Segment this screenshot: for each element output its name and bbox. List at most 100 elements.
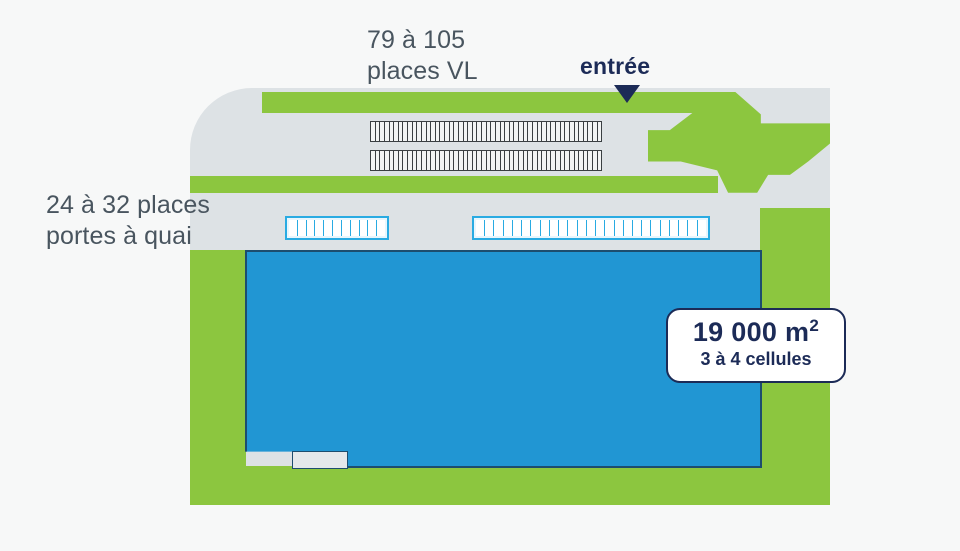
parking-slot [487,151,492,170]
parking-slot [598,122,602,141]
parking-slot [542,151,547,170]
green-strip-middle [190,176,718,193]
dock-door [306,220,316,236]
parking-slot [440,122,445,141]
parking-slot [459,122,464,141]
dock-door [315,220,325,236]
parking-slot [390,122,395,141]
parking-slot [445,151,450,170]
dock-door [324,220,334,236]
parking-slot [528,122,533,141]
dock-door [333,220,342,236]
dock-door [697,220,706,236]
parking-slot [385,122,390,141]
parking-slot [551,151,556,170]
label-entrance: entrée [580,53,651,79]
parking-slot [510,122,515,141]
parking-slot [371,151,376,170]
parking-slot [598,151,602,170]
parking-slot [519,122,524,141]
dock-door [522,220,532,236]
dock-door [359,220,369,236]
parking-slot [408,151,413,170]
parking-slot [561,122,566,141]
parking-slot [376,122,381,141]
dock-door [368,220,378,236]
parking-slot [588,151,593,170]
parking-slot [473,151,478,170]
parking-slot [380,151,385,170]
parking-slot [551,122,556,141]
parking-slot [514,122,519,141]
dock-door [596,220,606,236]
parking-slot [440,151,445,170]
parking-slot [575,151,580,170]
parking-slot [482,122,487,141]
parking-slot [501,151,506,170]
parking-slot [593,151,598,170]
parking-slot [584,122,589,141]
parking-slot [496,122,501,141]
parking-slot [477,151,482,170]
parking-slot [565,151,570,170]
parking-slot [436,122,441,141]
parking-slot [371,122,376,141]
dock-door [350,220,360,236]
parking-slot [468,122,473,141]
dock-door [485,220,495,236]
parking-slot [408,122,413,141]
badge-area-exponent: 2 [809,316,820,335]
parking-slot [542,122,547,141]
parking-slot [556,151,561,170]
parking-slot [427,151,432,170]
dock-door-row [285,216,389,240]
parking-row [370,150,602,171]
parking-slot [464,151,469,170]
parking-slot [533,122,538,141]
parking-slot [505,122,510,141]
dock-door [297,220,307,236]
dock-door-row [472,216,710,240]
parking-slot [505,151,510,170]
dock-door [559,220,569,236]
dock-door [540,220,550,236]
dock-door [377,220,385,236]
parking-slot [510,151,515,170]
dock-door [669,220,680,236]
parking-slot [413,151,418,170]
parking-slot [427,122,432,141]
parking-slot [436,151,441,170]
parking-slot [579,151,584,170]
green-strip-top [262,92,712,113]
parking-slot [579,122,584,141]
parking-slot [570,151,575,170]
dock-door [632,220,643,236]
parking-slot [593,122,598,141]
parking-slot [533,151,538,170]
dock-door [494,220,504,236]
parking-slot [417,122,422,141]
area-badge: 19 000 m2 3 à 4 cellules [666,308,846,383]
parking-slot [394,122,399,141]
parking-slot [514,151,519,170]
dock-door [341,220,351,236]
dock-door [503,220,513,236]
parking-slot [588,122,593,141]
parking-slot [464,122,469,141]
parking-slot [450,151,455,170]
parking-slot [528,151,533,170]
green-band-bottom [190,466,830,505]
parking-slot [584,151,589,170]
dock-door [623,220,633,236]
parking-slot [482,151,487,170]
parking-slot [399,151,404,170]
parking-slot [538,151,543,170]
parking-slot [450,122,455,141]
dock-door [512,220,523,236]
dock-door [688,220,698,236]
parking-slot [431,122,436,141]
parking-slot [422,122,427,141]
parking-slot [561,151,566,170]
dock-door [568,220,578,236]
parking-row [370,121,602,142]
